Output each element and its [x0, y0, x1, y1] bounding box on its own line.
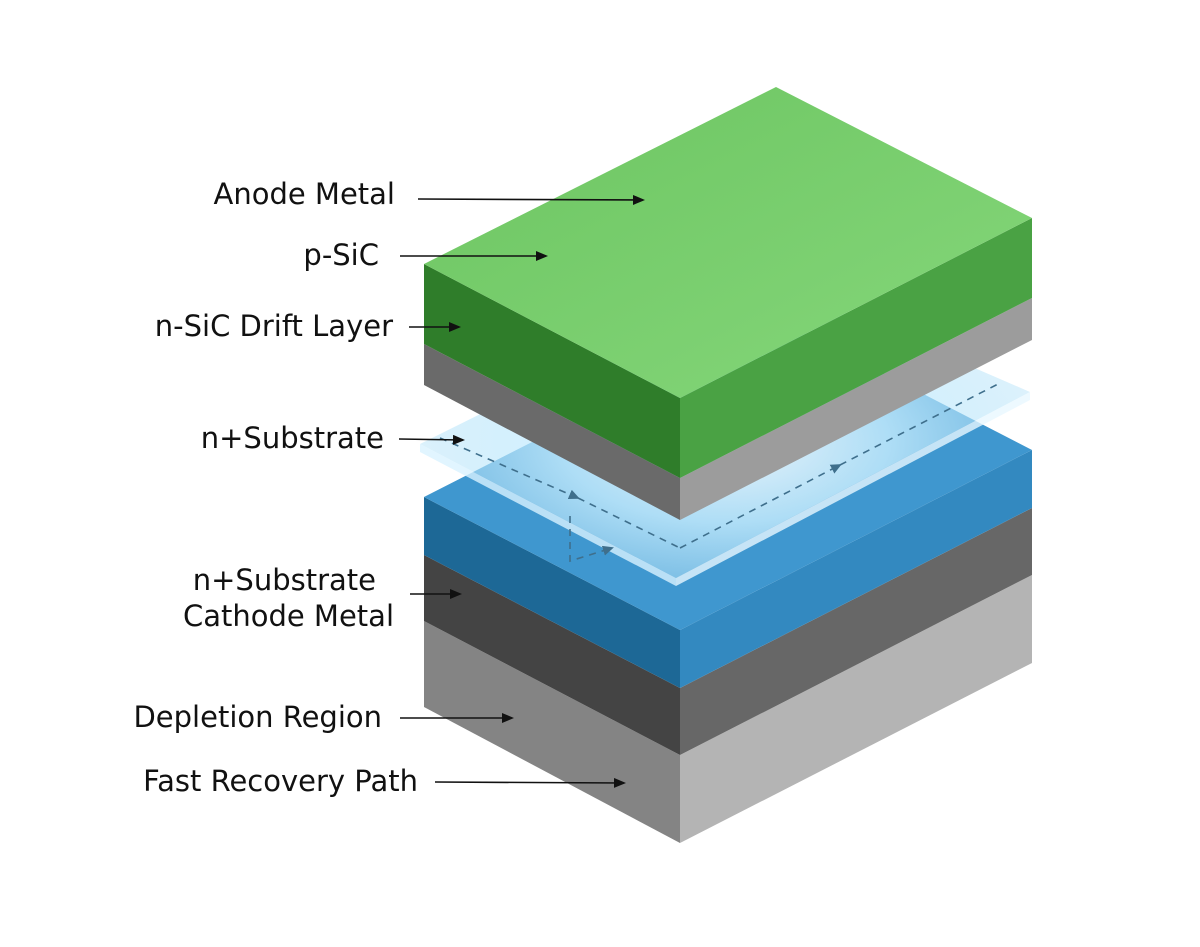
green-layer-top: [424, 87, 1032, 398]
label-n-plus-substrate-cathode-1: n+Substrate: [193, 563, 376, 597]
flow-segment-drop: [569, 516, 614, 563]
label-anode-metal: Anode Metal: [214, 177, 396, 211]
dark-layer-front: [424, 555, 680, 755]
label-n-sic-drift-layer: n-SiC Drift Layer: [155, 309, 393, 343]
labels: Anode Metal p-SiC n-SiC Drift Layer n+Su…: [133, 177, 418, 798]
green-layer-right: [680, 218, 1032, 478]
blue-layer-right: [680, 450, 1032, 688]
dark-layer-right: [680, 508, 1032, 755]
flow-segment-cross: [577, 497, 681, 549]
label-p-sic: p-SiC: [303, 238, 379, 272]
flow-path: [439, 382, 1001, 563]
base-layer-right: [680, 575, 1032, 843]
label-depletion-region: Depletion Region: [133, 700, 382, 734]
arrow-n-plus-substrate: [398, 434, 465, 445]
blue-layer-front: [424, 497, 680, 688]
label-fast-recovery-path: Fast Recovery Path: [143, 764, 418, 798]
upper-gray-front: [424, 344, 680, 520]
green-layer-front: [424, 264, 680, 478]
arrow-anode-metal: [417, 194, 645, 205]
flow-segment-right: [679, 464, 842, 549]
upper-gray-right: [680, 298, 1032, 520]
upper-stack: [424, 87, 1032, 520]
label-n-plus-substrate: n+Substrate: [201, 421, 384, 455]
flow-segment-far: [839, 382, 1001, 466]
leader-arrows: [398, 194, 645, 788]
label-n-plus-substrate-cathode-2: Cathode Metal: [183, 599, 394, 633]
arrow-fast-recovery-path: [434, 777, 626, 788]
